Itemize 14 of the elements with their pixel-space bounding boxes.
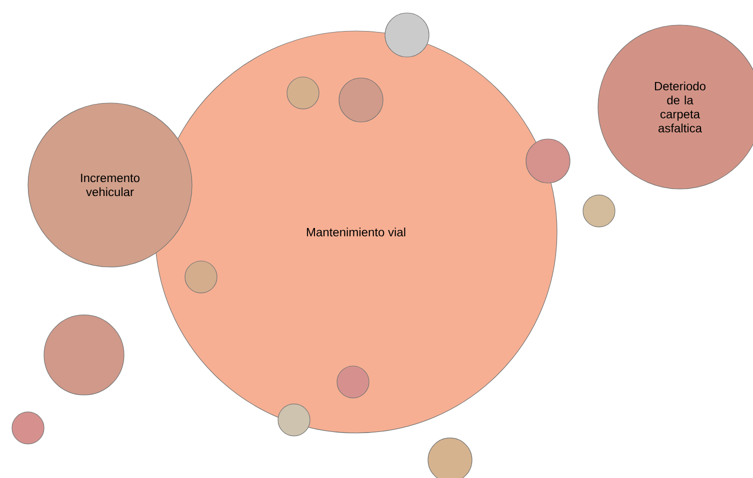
bubble: Mantenimiento vial — [154, 30, 558, 434]
bubble — [184, 260, 218, 294]
bubble — [428, 438, 472, 478]
bubble — [44, 314, 124, 396]
bubble — [338, 78, 384, 122]
bubble: Deteriodo de la carpeta asfaltica — [598, 24, 753, 190]
bubble — [12, 412, 44, 444]
bubble: Incremento vehicular — [28, 102, 192, 268]
bubble — [526, 138, 570, 184]
bubble — [384, 12, 430, 58]
bubble — [278, 404, 310, 436]
bubble — [336, 366, 370, 398]
bubble — [286, 76, 320, 110]
bubble — [582, 194, 616, 228]
